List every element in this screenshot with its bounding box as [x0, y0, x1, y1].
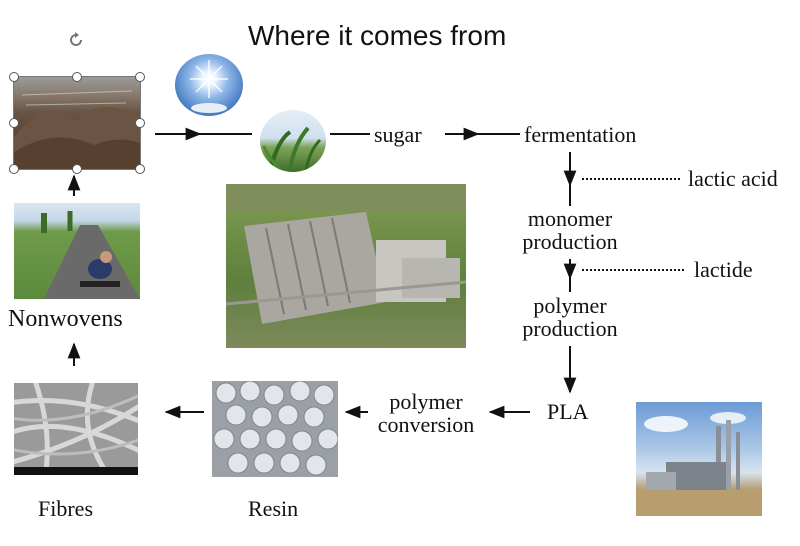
- resize-handle-n[interactable]: [72, 72, 82, 82]
- sun-image: [175, 54, 243, 116]
- label-lactic-acid: lactic acid: [688, 166, 778, 191]
- resize-handle-e[interactable]: [135, 118, 145, 128]
- label-conversion-line1: polymer: [389, 389, 463, 414]
- resize-handle-nw[interactable]: [9, 72, 19, 82]
- label-fibres: Fibres: [38, 496, 93, 521]
- worker-path-icon: [41, 211, 140, 299]
- label-polymer-line2: production: [522, 316, 618, 342]
- label-sugar: sugar: [374, 122, 422, 147]
- label-pla: PLA: [547, 399, 589, 424]
- corn-image: [260, 110, 326, 172]
- refinery-image: [636, 402, 762, 516]
- resize-handle-s[interactable]: [72, 164, 82, 174]
- resize-handle-w[interactable]: [9, 118, 19, 128]
- label-lactide: lactide: [694, 257, 753, 282]
- sun-icon: [190, 60, 228, 113]
- rotate-handle-icon[interactable]: [66, 30, 86, 50]
- label-nonwovens: Nonwovens: [8, 306, 123, 332]
- label-conversion-line2: conversion: [377, 412, 475, 438]
- label-monomer-line2: production: [522, 229, 618, 255]
- page-title: Where it comes from: [248, 20, 507, 51]
- label-polymer-production: polymer production: [508, 294, 632, 340]
- resin-pellets-icon: [213, 381, 338, 476]
- label-resin: Resin: [248, 496, 299, 521]
- path-image: [14, 203, 140, 299]
- resin-image: [212, 381, 338, 477]
- soil-mounds-icon: [14, 90, 140, 169]
- label-polymer-line1: polymer: [533, 293, 607, 318]
- fibre-micrograph-icon: [14, 383, 138, 475]
- label-monomer-line1: monomer: [527, 206, 613, 231]
- resize-handle-sw[interactable]: [9, 164, 19, 174]
- fibres-image: [14, 383, 138, 475]
- resize-handle-se[interactable]: [135, 164, 145, 174]
- resize-handle-ne[interactable]: [135, 72, 145, 82]
- refinery-icon: [636, 412, 762, 516]
- compost-image[interactable]: [14, 77, 140, 169]
- label-monomer-production: monomer production: [508, 207, 632, 253]
- factory-image: [226, 184, 466, 348]
- label-polymer-conversion: polymer conversion: [364, 390, 488, 436]
- factory-icon: [226, 184, 466, 324]
- label-fermentation: fermentation: [524, 122, 637, 147]
